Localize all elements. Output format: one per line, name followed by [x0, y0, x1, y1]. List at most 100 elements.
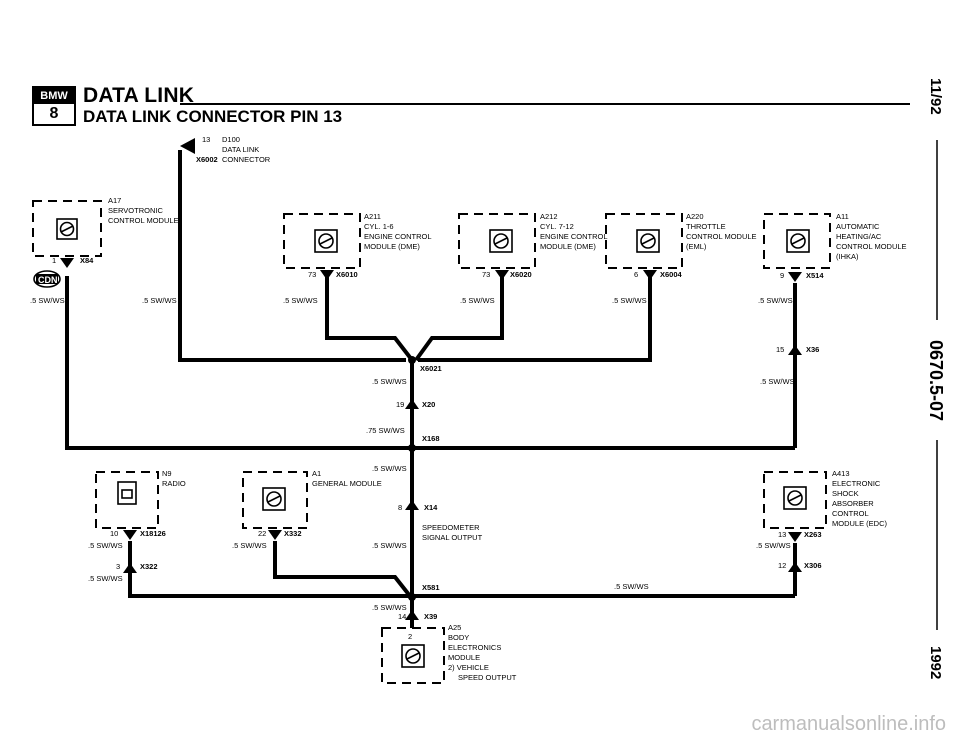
- n9-conn: X18126: [140, 529, 166, 538]
- box-n9: [95, 471, 159, 529]
- connector-arrows: [60, 138, 802, 620]
- a17-conn: X84: [80, 256, 94, 265]
- a211-line3: MODULE (DME): [364, 242, 420, 251]
- trunk-wire-3: .5 SW/WS: [372, 464, 407, 473]
- a413-id: A413: [832, 469, 850, 478]
- n9-line1: RADIO: [162, 479, 186, 488]
- module-icons: [56, 218, 810, 668]
- logo-bottom-text: 8: [49, 105, 59, 122]
- x20-pin: 19: [396, 400, 404, 409]
- x322-wire: .5 SW/WS: [88, 574, 123, 583]
- a212-line1: CYL. 7-12: [540, 222, 574, 231]
- arrow-x84: [60, 258, 74, 268]
- control-module-icon-a220: [636, 229, 660, 253]
- a220-pin: 6: [634, 270, 638, 279]
- junction-x581: [408, 593, 416, 601]
- arrow-x36: [788, 345, 802, 355]
- arrow-d100: [180, 138, 195, 154]
- a25-pin: 2: [408, 632, 412, 641]
- wire-a17-bus: [65, 276, 795, 450]
- control-module-icon-a17: [56, 218, 78, 240]
- x36-conn: X36: [806, 345, 819, 354]
- a11-wire: .5 SW/WS: [758, 296, 793, 305]
- junction-x6021: [408, 356, 416, 364]
- box-a211: [283, 213, 361, 269]
- x39-pin: 14: [398, 612, 406, 621]
- a11-id: A11: [836, 212, 849, 221]
- a220-line2: CONTROL MODULE: [686, 232, 757, 241]
- a212-pin: 73: [482, 270, 490, 279]
- a413-line1: ELECTRONIC: [832, 479, 881, 488]
- a413-conn: X263: [804, 530, 822, 539]
- x20-label: X20: [422, 400, 435, 409]
- x14-pin: 8: [398, 503, 402, 512]
- box-a25: [381, 627, 445, 684]
- a413-line5: MODULE (EDC): [832, 519, 888, 528]
- a11-line2: HEATING/AC: [836, 232, 882, 241]
- control-module-icon-a11: [786, 229, 810, 253]
- arrow-x6010: [320, 270, 334, 280]
- a211-line1: CYL. 1-6: [364, 222, 394, 231]
- x306-conn: X306: [804, 561, 822, 570]
- arrow-x18126: [123, 530, 137, 540]
- wire-a211: [325, 277, 414, 362]
- a1-pin: 22: [258, 529, 266, 538]
- x36-wire: .5 SW/WS: [760, 377, 795, 386]
- a25-line2: ELECTRONICS: [448, 643, 501, 652]
- wire-a1: [273, 541, 412, 598]
- d100-id: D100: [222, 135, 240, 144]
- d100-line2: CONNECTOR: [222, 155, 271, 164]
- a211-pin: 73: [308, 270, 316, 279]
- x6021-label: X6021: [420, 364, 442, 373]
- speedo-line1: SPEEDOMETER: [422, 523, 480, 532]
- box-a11: [763, 213, 831, 269]
- x14-label: X14: [424, 503, 438, 512]
- arrow-x322: [123, 563, 137, 573]
- a11-conn: X514: [806, 271, 824, 280]
- page-title: DATA LINK: [83, 84, 195, 107]
- a413-wire: .5 SW/WS: [756, 541, 791, 550]
- a17-id: A17: [108, 196, 121, 205]
- x306-pin: 12: [778, 561, 786, 570]
- a25-line1: BODY: [448, 633, 469, 642]
- a212-id: A212: [540, 212, 558, 221]
- a212-line3: MODULE (DME): [540, 242, 596, 251]
- trunk-wire-2: .75 SW/WS: [366, 426, 405, 435]
- svg-text:CDN: CDN: [38, 275, 58, 285]
- a413-line3: ABSORBER: [832, 499, 874, 508]
- a211-conn: X6010: [336, 270, 358, 279]
- x322-conn: X322: [140, 562, 158, 571]
- speedo-line2: SIGNAL OUTPUT: [422, 533, 483, 542]
- wire-n9-bus: [128, 541, 795, 598]
- arrow-x14: [405, 500, 419, 510]
- box-a1: [242, 471, 308, 529]
- a11-line3: CONTROL MODULE: [836, 242, 907, 251]
- module-boxes: [32, 200, 831, 684]
- arrow-x6020: [495, 270, 509, 280]
- a17-line1: SERVOTRONIC: [108, 206, 163, 215]
- a25-line4: 2) VEHICLE: [448, 663, 489, 672]
- x581-label: X581: [422, 583, 440, 592]
- wire-x6002-bus: [178, 150, 406, 362]
- a25-line5: SPEED OUTPUT: [458, 673, 517, 682]
- control-module-icon-a25: [401, 644, 425, 668]
- cdn-badge: CDN: [33, 270, 61, 288]
- d100-line1: DATA LINK: [222, 145, 259, 154]
- arrow-x514: [788, 272, 802, 282]
- a17-pin: 1: [52, 256, 56, 265]
- a212-line2: ENGINE CONTROL: [540, 232, 608, 241]
- box-a17: [32, 200, 102, 257]
- x36-pin: 15: [776, 345, 784, 354]
- trunk-wire-6: .5 SW/WS: [372, 603, 407, 612]
- edc-bus-wire: .5 SW/WS: [614, 582, 649, 591]
- control-module-icon-a212: [489, 229, 513, 253]
- control-module-icon-a1: [262, 487, 286, 511]
- arrow-x39: [405, 610, 419, 620]
- d100-pin: 13: [202, 135, 210, 144]
- a25-id: A25: [448, 623, 461, 632]
- junction-x168: [408, 444, 416, 452]
- a1-conn: X332: [284, 529, 302, 538]
- a220-id: A220: [686, 212, 704, 221]
- a11-pin: 9: [780, 271, 784, 280]
